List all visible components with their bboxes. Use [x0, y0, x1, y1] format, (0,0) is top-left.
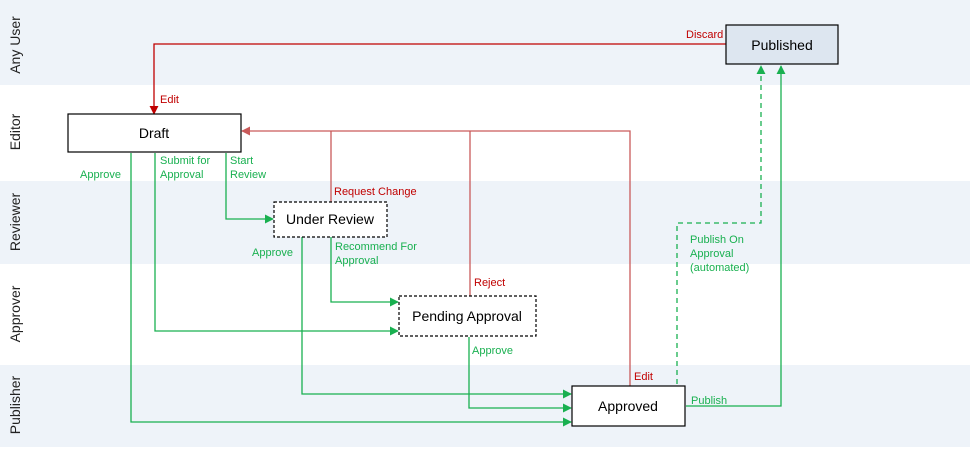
label-edit-top: Edit — [160, 94, 179, 106]
node-under-review: Under Review — [273, 201, 388, 238]
edge-approve-review — [301, 237, 572, 399]
node-pending-approval-label: Pending Approval — [412, 308, 522, 324]
lane-band-reviewer — [0, 181, 970, 264]
label-reject: Reject — [474, 277, 505, 289]
label-approve-left: Approve — [80, 169, 121, 181]
label-edit-bottom: Edit — [634, 371, 653, 383]
label-submit-line1: Submit for — [160, 155, 210, 167]
lane-band-publisher — [0, 365, 970, 447]
edge-discard-edit — [149, 43, 726, 115]
edge-approve-direct — [130, 153, 572, 427]
label-approve-pending: Approve — [472, 345, 513, 357]
lane-label-approver: Approver — [7, 285, 23, 342]
edge-publish — [686, 65, 786, 407]
label-publish-on-line3: (automated) — [690, 262, 749, 274]
edge-publish-on-approval — [676, 65, 766, 384]
node-approved: Approved — [571, 385, 686, 427]
label-submit-line2: Approval — [160, 169, 203, 181]
edge-submit-for-approval — [154, 153, 399, 336]
label-publish: Publish — [691, 395, 727, 407]
label-recommend-line1: Recommend For — [335, 241, 417, 253]
label-request-change: Request Change — [334, 186, 417, 198]
lane-label-publisher: Publisher — [7, 375, 23, 434]
label-recommend-line2: Approval — [335, 255, 378, 267]
lane-label-any-user: Any User — [7, 16, 23, 74]
lane-label-editor: Editor — [7, 113, 23, 150]
label-publish-on-line1: Publish On — [690, 234, 744, 246]
label-publish-on-line2: Approval — [690, 248, 733, 260]
label-start-line2: Review — [230, 169, 266, 181]
edge-start-review — [225, 153, 274, 224]
edge-recommend — [330, 237, 399, 307]
label-start-line1: Start — [230, 155, 253, 167]
node-approved-label: Approved — [598, 398, 658, 414]
node-published-label: Published — [751, 37, 813, 53]
node-draft: Draft — [67, 113, 242, 153]
node-draft-label: Draft — [139, 125, 169, 141]
node-under-review-label: Under Review — [286, 211, 375, 227]
label-discard: Discard — [686, 29, 723, 41]
edge-approve-pending — [468, 337, 572, 413]
lane-label-reviewer: Reviewer — [7, 192, 23, 251]
node-pending-approval: Pending Approval — [398, 295, 537, 337]
edge-edit-approved — [241, 126, 631, 386]
node-published: Published — [725, 24, 839, 65]
label-approve-review: Approve — [252, 247, 293, 259]
